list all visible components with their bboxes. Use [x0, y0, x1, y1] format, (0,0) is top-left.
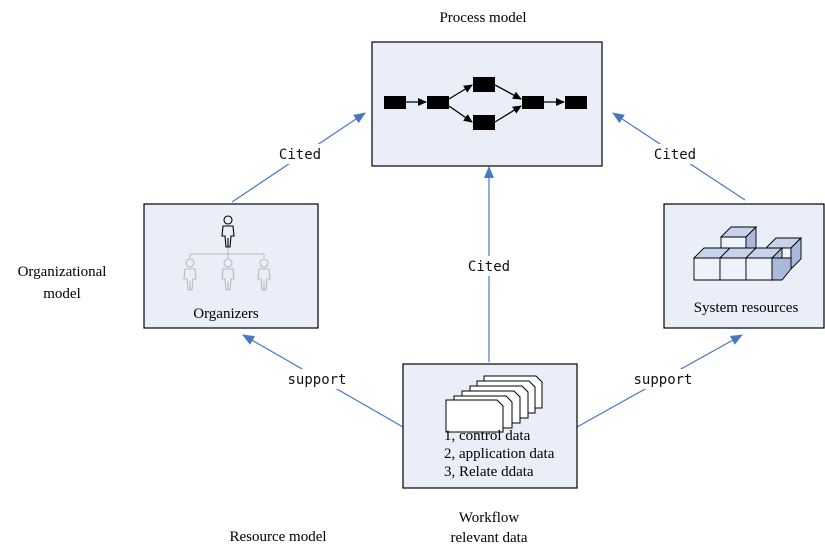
organizational-model-label-line1: Organizational [18, 264, 107, 280]
data-item-3: 3, Relate ddata [444, 464, 534, 480]
cited-label-left: Cited [279, 147, 321, 163]
process-flow-icon [384, 77, 587, 130]
organizers-label: Organizers [193, 306, 259, 322]
system-resources-label: System resources [694, 300, 799, 316]
support-label-left: support [287, 372, 346, 388]
cubes-icon [692, 225, 803, 282]
data-item-1: 1, control data [444, 428, 531, 444]
support-label-right: support [633, 372, 692, 388]
documents-icon [445, 375, 543, 433]
data-item-2: 2, application data [444, 446, 555, 462]
cited-label-center: Cited [468, 259, 510, 275]
org-chart-icon [183, 215, 271, 291]
workflow-label-line1: Workflow [459, 510, 520, 526]
workflow-label-line2: relevant data [450, 530, 527, 546]
process-model-label: Process model [439, 10, 526, 26]
organizational-model-label-line2: model [43, 286, 81, 302]
resource-model-label: Resource model [229, 529, 326, 545]
cited-label-right: Cited [654, 147, 696, 163]
